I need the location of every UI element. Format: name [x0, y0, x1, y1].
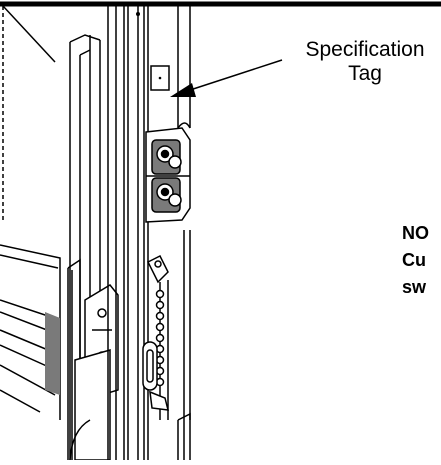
- specification-tag: [150, 65, 170, 91]
- lower-rail-end: [177, 412, 191, 460]
- callout-line-1: Specification: [305, 38, 425, 61]
- arrow-icon: [170, 59, 283, 97]
- left-diagonal-edge: [2, 5, 56, 63]
- note-line-2: Cu: [402, 250, 426, 270]
- mount-bracket: [74, 284, 119, 461]
- platform-plate: [0, 244, 61, 420]
- callout-line-2: Tag: [348, 62, 382, 85]
- note-line-3: sw: [402, 277, 427, 297]
- chain-icon: [142, 254, 169, 420]
- note-line-1: NO: [402, 223, 429, 243]
- callout-label: Specification Tag: [285, 38, 441, 86]
- top-fastener: [136, 12, 140, 16]
- note-text-block: NO Cu sw: [402, 220, 429, 301]
- hinge-icon: [145, 127, 191, 223]
- cable: [69, 419, 91, 461]
